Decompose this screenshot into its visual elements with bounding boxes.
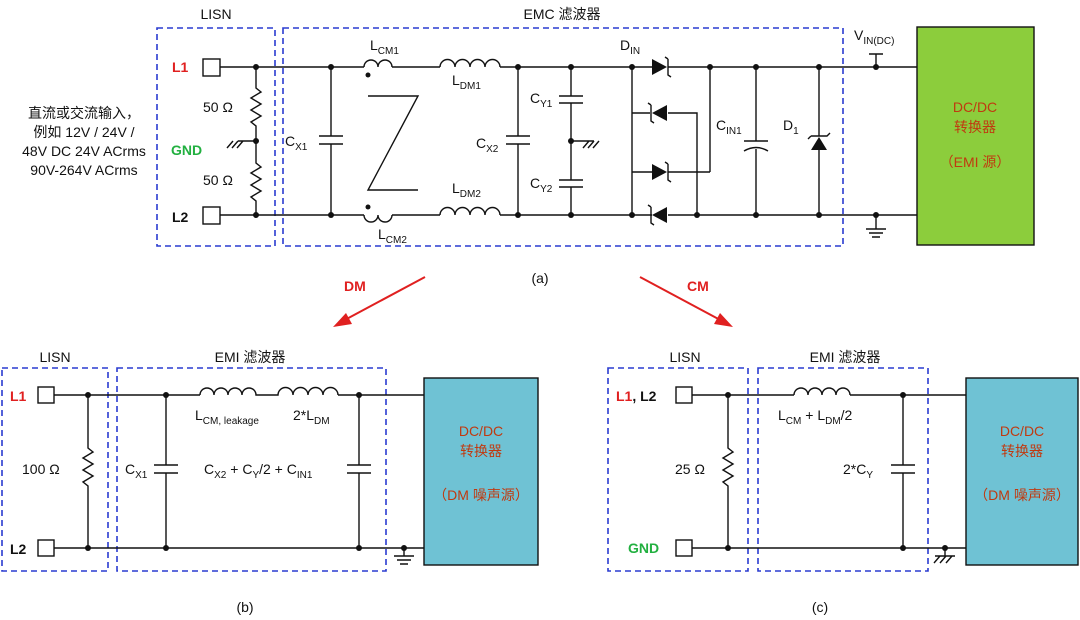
gnd-label-a: GND — [171, 142, 202, 158]
mode-arrows: DM CM — [333, 276, 733, 327]
panel-c: LISN EMI 滤波器 L1, L2 GND 25 Ω LCM + LDM/2… — [607, 349, 1079, 615]
lcm2-label: LCM2 — [378, 226, 407, 246]
panel-a: LISN EMC 滤波器 直流或交流输入， 例如 12V / 24V / 48V… — [22, 6, 1035, 286]
l1-terminal-a — [202, 58, 221, 77]
l2-terminal-b — [37, 539, 55, 557]
cx1-label-b: CX1 — [125, 461, 148, 481]
input-note-line: 例如 12V / 24V / — [33, 124, 134, 140]
l-label-c: LCM + LDM/2 — [778, 407, 853, 427]
dcdc-block-a — [916, 26, 1035, 246]
dcdc-block-b — [423, 377, 539, 566]
emc-filter-title: EMC 滤波器 — [524, 6, 601, 22]
ground-symbol-b — [394, 548, 414, 565]
dcdc-line2: 转换器 — [954, 119, 996, 135]
cy2-label: CY2 — [530, 175, 553, 195]
panel-b: LISN EMI 滤波器 L1 L2 100 Ω CX1 LCM, leakag… — [1, 349, 539, 615]
dcdc-line3: （EMI 源） — [940, 154, 1011, 170]
cx2-label: CX2 — [476, 135, 499, 155]
dcdc-b-line3: （DM 噪声源） — [433, 487, 529, 503]
cin1-capacitor — [743, 67, 769, 215]
ldm2-label: LDM2 — [452, 180, 481, 200]
lisn-box-c — [607, 367, 749, 572]
d1-label: D1 — [783, 117, 799, 137]
inductor-chain-b — [199, 386, 339, 396]
cy1-label: CY1 — [530, 90, 553, 110]
cx1-capacitor — [319, 67, 343, 215]
c-sum-capacitor-b — [347, 395, 371, 548]
l1-l2-label-c: L1, L2 — [616, 388, 657, 404]
dcdc-b-line1: DC/DC — [459, 423, 503, 439]
cx1-capacitor-b — [154, 395, 178, 548]
l12-terminal-c — [675, 386, 693, 404]
lisn-title-b: LISN — [39, 349, 70, 365]
l-dm-label-b: 2*LDM — [293, 407, 330, 427]
c-label-c: 2*CY — [843, 461, 873, 481]
emi-filter-box-b — [116, 367, 387, 572]
lisn-title-a: LISN — [200, 6, 231, 22]
ground-symbol-c — [933, 548, 955, 564]
din-label: DIN — [620, 37, 640, 57]
r100-resistor — [81, 395, 95, 548]
r-top-label: 50 Ω — [203, 99, 233, 115]
cx2-capacitor — [506, 67, 530, 215]
gnd-symbol-a — [226, 140, 256, 149]
lcm1-label: LCM1 — [370, 37, 399, 57]
lcm1-coil — [363, 59, 393, 68]
emi-filter-box-c — [757, 367, 929, 572]
c-sum-label-b: CX2 + CY/2 + CIN1 — [204, 461, 313, 481]
dcdc-block-c — [965, 377, 1079, 566]
vin-label: VIN(DC) — [854, 27, 894, 47]
dcdc-c-line2: 转换器 — [1001, 443, 1043, 459]
emc-filter-box — [282, 27, 844, 247]
ground-symbol-a — [866, 215, 886, 238]
l2-label-b: L2 — [10, 541, 27, 557]
l2-label-a: L2 — [172, 209, 189, 225]
ldm1-label: LDM1 — [452, 72, 481, 92]
r-bot-label: 50 Ω — [203, 172, 233, 188]
cm-arrow-label: CM — [687, 278, 709, 294]
l-leakage-label: LCM, leakage — [195, 407, 259, 427]
gnd-label-c: GND — [628, 540, 659, 556]
l1-terminal-b — [37, 386, 55, 404]
caption-b: (b) — [236, 599, 253, 615]
dcdc-c-line1: DC/DC — [1000, 423, 1044, 439]
r100-label: 100 Ω — [22, 461, 60, 477]
gnd-terminal-c — [675, 539, 693, 557]
input-note-line: 90V-264V ACrms — [30, 162, 137, 178]
l1-label-a: L1 — [172, 59, 189, 75]
cm-core-z — [366, 95, 420, 191]
dcdc-line1: DC/DC — [953, 99, 997, 115]
dm-arrow-label: DM — [344, 278, 366, 294]
l1-label-b: L1 — [10, 388, 27, 404]
lisn-box-a — [156, 27, 276, 247]
input-note-line: 直流或交流输入， — [28, 105, 140, 121]
lcm2-coil — [363, 214, 393, 223]
dcdc-c-line3: （DM 噪声源） — [974, 487, 1070, 503]
ldm2-coil — [439, 206, 501, 216]
bridge-rectifier — [629, 56, 713, 226]
d1-tvs — [807, 67, 831, 215]
cy-gnd-symbol — [571, 140, 600, 149]
caption-c: (c) — [812, 599, 828, 615]
cx1-label-a: CX1 — [285, 133, 308, 153]
cy-capacitor-c — [891, 395, 915, 548]
l2-terminal-a — [202, 206, 221, 225]
cin1-label: CIN1 — [716, 117, 742, 137]
input-note: 直流或交流输入， 例如 12V / 24V / 48V DC 24V ACrms… — [22, 105, 146, 178]
input-note-line: 48V DC 24V ACrms — [22, 143, 146, 159]
lisn-title-c: LISN — [669, 349, 700, 365]
lisn-box-b — [1, 367, 109, 572]
inductor-c — [793, 387, 851, 396]
r25-label: 25 Ω — [675, 461, 705, 477]
emi-filter-title-b: EMI 滤波器 — [215, 349, 286, 365]
emi-filter-title-c: EMI 滤波器 — [810, 349, 881, 365]
caption-a: (a) — [531, 270, 548, 286]
ldm1-coil — [439, 58, 501, 68]
r25-resistor — [721, 395, 735, 548]
dcdc-b-line2: 转换器 — [460, 443, 502, 459]
